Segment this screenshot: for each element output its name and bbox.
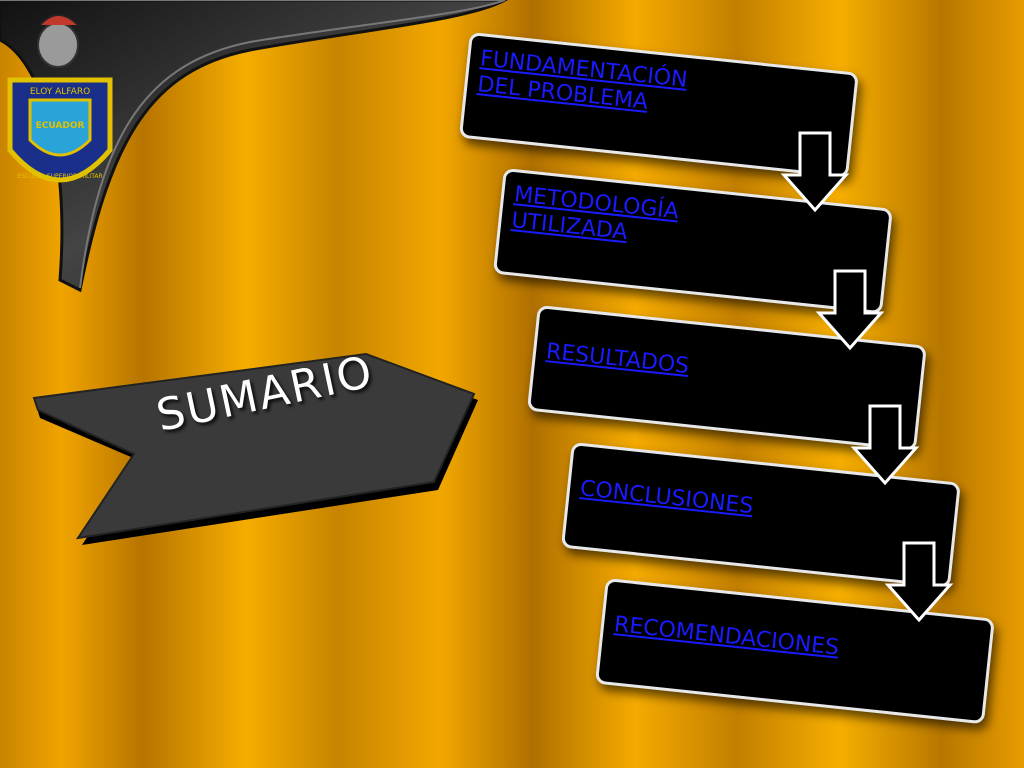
arrow-down-icon bbox=[850, 404, 920, 486]
link-conclusiones[interactable]: CONCLUSIONES bbox=[578, 476, 755, 520]
crest-center-text: ECUADOR bbox=[36, 121, 85, 131]
military-school-crest-logo: ELOY ALFARO ECUADOR ESCUELA SUPERIOR MIL… bbox=[7, 14, 113, 183]
link-recomendaciones[interactable]: RECOMENDACIONES bbox=[612, 612, 841, 661]
link-fundamentacion[interactable]: FUNDAMENTACIÓN DEL PROBLEMA bbox=[476, 46, 689, 115]
crest-ring-text: ESCUELA SUPERIOR MILITAR bbox=[17, 173, 102, 180]
arrow-down-icon bbox=[884, 541, 954, 623]
arrow-down-icon bbox=[780, 131, 850, 213]
crest-top-text: ELOY ALFARO bbox=[30, 87, 90, 97]
sumario-banner bbox=[32, 352, 478, 545]
link-resultados[interactable]: RESULTADOS bbox=[544, 339, 691, 380]
link-metodologia[interactable]: METODOLOGÍA UTILIZADA bbox=[510, 182, 680, 246]
arrow-down-icon bbox=[815, 269, 885, 351]
